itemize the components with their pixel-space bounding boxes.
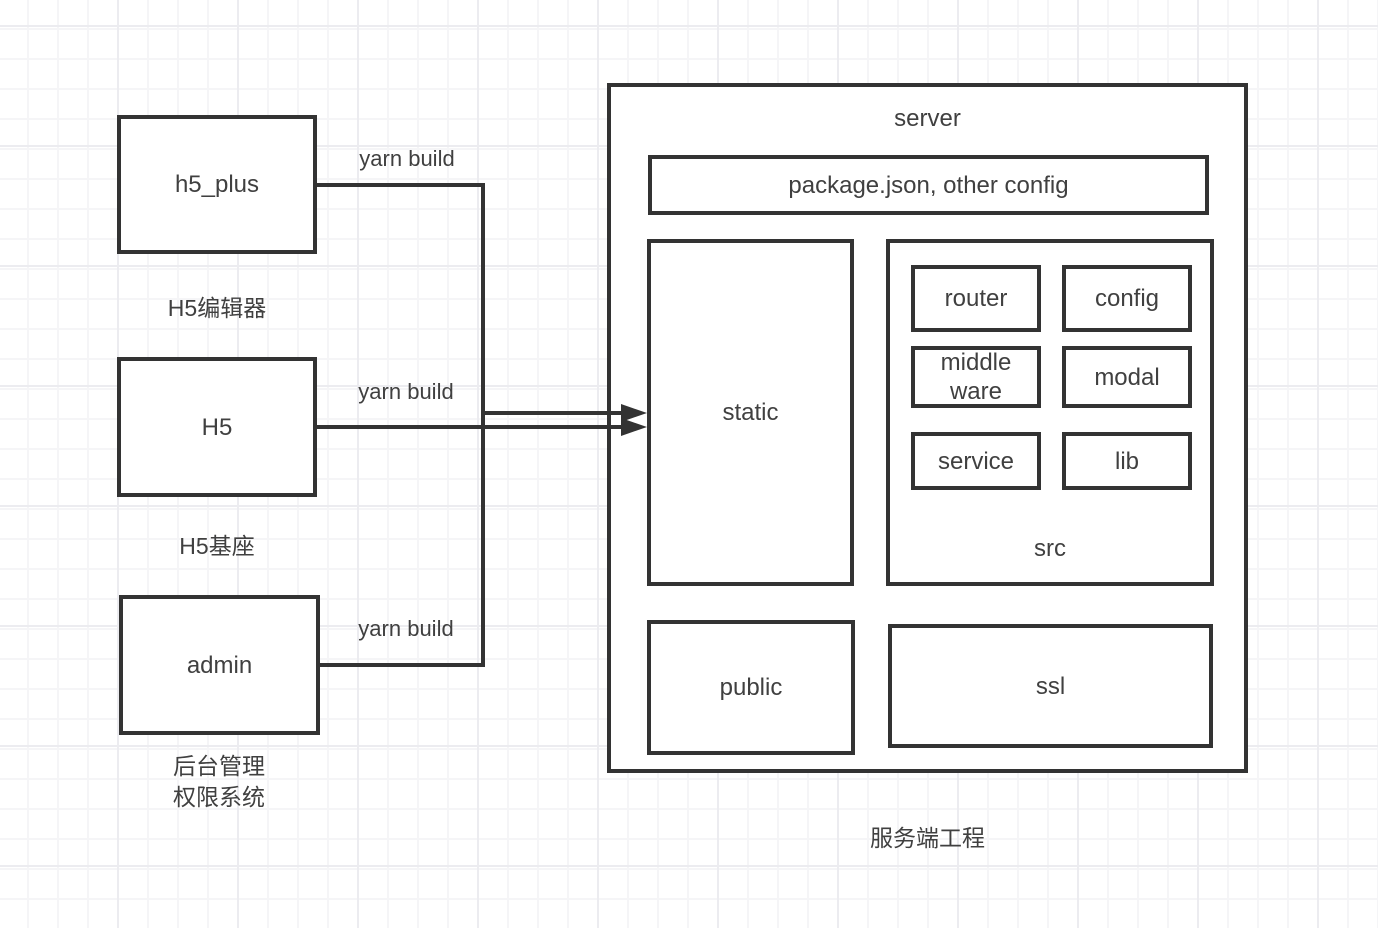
caption-server-project: 服务端工程 [870,825,985,851]
node-ssl-label: ssl [1035,672,1066,700]
connector-merged-to-static [483,411,623,415]
node-admin: admin [119,595,320,735]
caption-h5-editor: H5编辑器 [167,295,267,321]
edge-label-yarn-build-admin: yarn build [358,616,454,641]
arrowhead-merged-icon [621,404,647,422]
node-router: router [911,265,1041,332]
caption-admin-system-line2: 权限系统 [173,784,265,810]
caption-h5-base: H5基座 [179,533,255,559]
caption-admin-system-line1: 后台管理 [173,753,265,779]
node-config: config [1062,265,1192,332]
node-public: public [647,620,855,755]
node-middleware-label: middle ware [941,348,1012,406]
server-title: server [894,105,961,132]
node-service-label: service [937,447,1015,475]
node-h5-plus-label: h5_plus [174,171,260,198]
node-static: static [647,239,854,586]
node-package-config: package.json, other config [648,155,1209,215]
node-modal-label: modal [1094,363,1160,391]
node-middleware-label-line1: middle [940,349,1012,376]
node-lib-label: lib [1114,447,1139,475]
src-title: src [1034,535,1066,562]
node-config-label: config [1094,285,1160,312]
connector-h5plus-horizontal [317,183,485,187]
node-h5-plus: h5_plus [117,115,317,254]
node-lib: lib [1062,432,1192,490]
node-middleware-label-line2: ware [949,378,1002,405]
node-package-config-label: package.json, other config [788,171,1069,199]
node-modal: modal [1062,346,1192,408]
arrowhead-h5-icon [621,418,647,436]
node-h5-label: H5 [201,413,233,441]
connector-h5-to-static [317,425,623,429]
edge-label-yarn-build-h5plus: yarn build [359,146,455,171]
node-service: service [911,432,1041,490]
node-h5: H5 [117,357,317,497]
node-static-label: static [722,399,779,426]
node-admin-label: admin [186,651,253,679]
edge-label-yarn-build-h5: yarn build [358,379,454,404]
node-ssl: ssl [888,624,1213,748]
caption-admin-system: 后台管理 权限系统 [109,751,329,813]
node-router-label: router [944,285,1008,312]
node-public-label: public [719,674,783,701]
node-middleware: middle ware [911,346,1041,408]
connector-admin-horizontal [320,663,485,667]
